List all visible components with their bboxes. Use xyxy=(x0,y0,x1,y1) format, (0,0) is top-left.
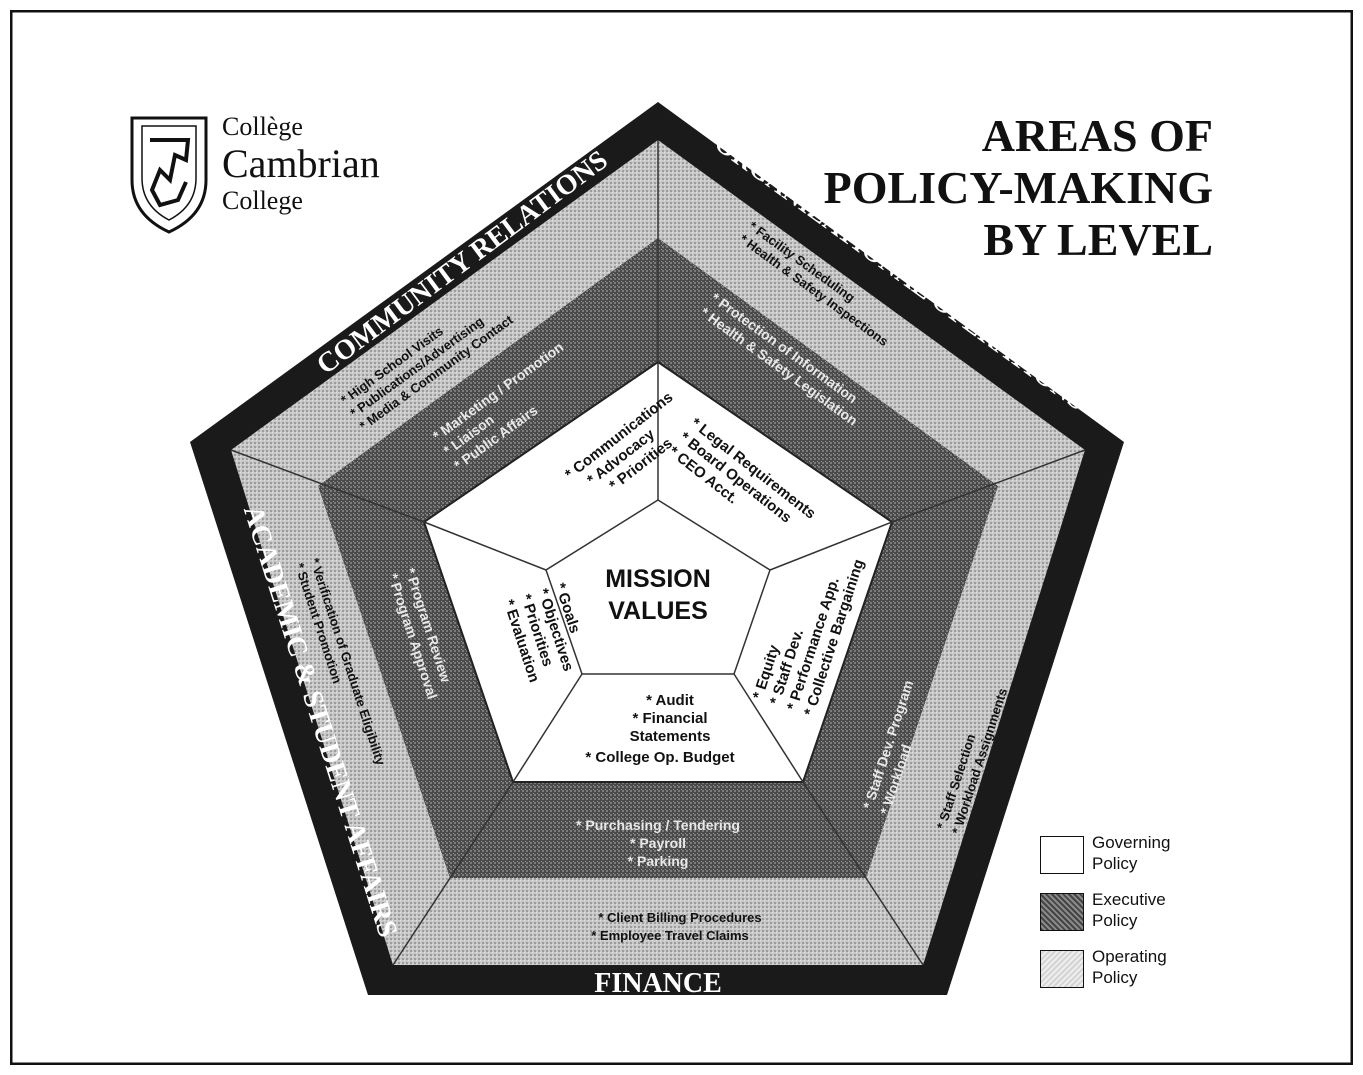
title-line-1: AREAS OF xyxy=(981,110,1213,161)
college-shield-icon xyxy=(130,116,208,234)
executive-finance: * Purchasing / Tendering * Payroll * Par… xyxy=(576,817,740,869)
page-title: AREAS OF POLICY-MAKING BY LEVEL xyxy=(824,110,1213,266)
area-label-finance: FINANCE xyxy=(594,968,722,999)
center-pentagon xyxy=(545,499,771,675)
svg-text:* Parking: * Parking xyxy=(628,853,689,869)
svg-text:Statements: Statements xyxy=(630,728,711,745)
legend-label-executive-1: Executive xyxy=(1092,890,1166,909)
legend-label-operating-1: Operating xyxy=(1092,947,1167,966)
page-frame: COMMUNITY RELATIONS ORGANIZATIONAL OPERA… xyxy=(10,10,1353,1065)
spokes xyxy=(230,140,1086,966)
center-mission: MISSION xyxy=(605,565,711,593)
legend-label-governing-1: Governing xyxy=(1092,833,1171,852)
svg-text:* Client Billing Procedures: * Client Billing Procedures xyxy=(598,910,761,925)
legend-label-governing-2: Policy xyxy=(1092,854,1138,873)
legend-swatch-governing xyxy=(1040,836,1084,874)
pentagon-diagram: COMMUNITY RELATIONS ORGANIZATIONAL OPERA… xyxy=(10,10,1353,1065)
title-line-3: BY LEVEL xyxy=(983,214,1213,265)
legend-swatch-operating xyxy=(1040,950,1084,988)
svg-text:* College Op. Budget: * College Op. Budget xyxy=(585,749,734,766)
governing-finance: * Audit * Financial Statements * College… xyxy=(585,692,734,766)
center-values: VALUES xyxy=(608,597,708,625)
title-line-2: POLICY-MAKING xyxy=(823,162,1213,213)
legend-label-operating-2: Policy xyxy=(1092,968,1138,987)
logo-line-college-en: College xyxy=(222,186,303,215)
svg-text:* Financial: * Financial xyxy=(632,710,707,727)
svg-text:* Payroll: * Payroll xyxy=(630,835,686,851)
svg-text:* Employee Travel Claims: * Employee Travel Claims xyxy=(591,928,749,943)
legend-label-executive-2: Policy xyxy=(1092,911,1138,930)
frame-border xyxy=(10,10,1353,1065)
logo-line-college-fr: Collège xyxy=(222,112,303,141)
legend-swatch-executive xyxy=(1040,893,1084,931)
college-logo-text: Collège Cambrian College xyxy=(222,114,380,214)
svg-text:* Purchasing / Tendering: * Purchasing / Tendering xyxy=(576,817,740,833)
svg-text:* Audit: * Audit xyxy=(646,692,694,709)
operating-finance: * Client Billing Procedures * Employee T… xyxy=(591,910,761,943)
logo-line-cambrian: Cambrian xyxy=(222,141,380,186)
